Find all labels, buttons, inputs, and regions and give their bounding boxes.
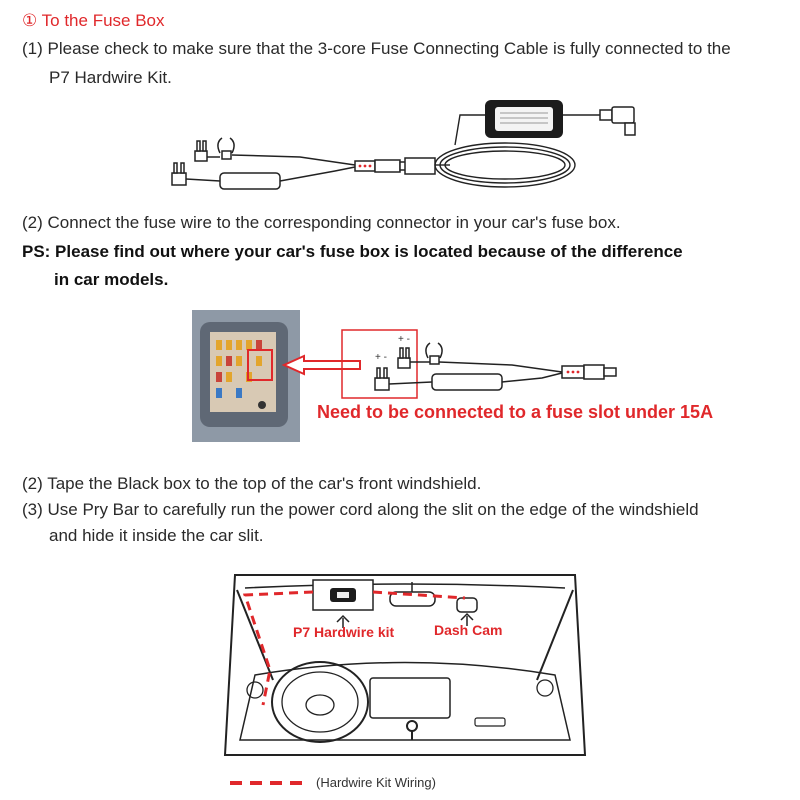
ps-line1: PS: Please find out where your car's fus… — [22, 242, 683, 261]
legend-dash-icon — [230, 781, 310, 785]
step3-line2: and hide it inside the car slit. — [49, 526, 264, 545]
car-interior-diagram — [223, 574, 587, 756]
label-dash-cam: Dash Cam — [434, 622, 503, 638]
fuse-tap-icon — [171, 140, 208, 186]
step2b-text: (2) Tape the Black box to the top of the… — [22, 474, 482, 493]
legend-text: (Hardwire Kit Wiring) — [316, 775, 436, 790]
fuse-cable-diagram — [171, 100, 636, 190]
inline-fuse-holder — [431, 373, 503, 391]
section-title: ① To the Fuse Box — [22, 11, 165, 30]
ring-terminal-icon — [217, 137, 235, 160]
step1-line2: P7 Hardwire Kit. — [49, 68, 172, 87]
coiled-cable — [434, 114, 576, 188]
step3-line1: (3) Use Pry Bar to carefully run the pow… — [22, 500, 699, 519]
up-arrow-icon — [460, 612, 474, 626]
inline-fuse-holder — [219, 172, 281, 190]
arrow-icon — [281, 354, 361, 376]
ring-terminal-icon — [425, 342, 443, 359]
up-arrow-icon — [336, 614, 350, 628]
polarity-label-bottom: + - — [375, 352, 387, 363]
fuse-box-photo — [192, 310, 300, 442]
hardwire-kit-box — [485, 100, 563, 138]
fuse-callout: Need to be connected to a fuse slot unde… — [317, 402, 714, 422]
wiring-path — [242, 590, 314, 706]
label-hardwire-kit: P7 Hardwire kit — [293, 624, 395, 640]
polarity-label-top: + - — [398, 334, 410, 345]
step1-line1: (1) Please check to make sure that the 3… — [22, 39, 731, 58]
highlight-box — [341, 329, 418, 399]
step2-text: (2) Connect the fuse wire to the corresp… — [22, 213, 621, 232]
ps-line2: in car models. — [54, 270, 169, 289]
dash-cam-icon — [456, 597, 478, 613]
fuse-box-diagram: + - + - — [192, 310, 617, 442]
